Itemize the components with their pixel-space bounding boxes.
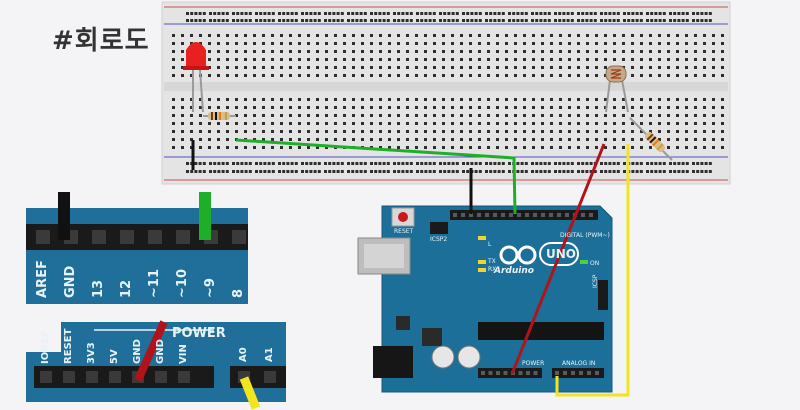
uno-reset-label: RESET	[394, 228, 414, 235]
arduino-logo	[499, 242, 579, 266]
black-wire-closeup	[58, 192, 70, 240]
breadboard-holes	[172, 12, 724, 173]
green-wire-pin9	[235, 138, 517, 215]
page-title: #회로도	[52, 26, 150, 56]
yellow-wire-a0	[555, 144, 630, 397]
digital-pin-label: GND	[63, 265, 78, 298]
power-pin-label: VIN	[178, 344, 189, 364]
power-pin-label: GND	[132, 339, 143, 364]
resistor-led	[203, 112, 236, 120]
analog-pin-label: A1	[264, 347, 275, 362]
photoresistor	[605, 65, 629, 113]
digital-pin-label: ~10	[175, 269, 190, 298]
red-led	[183, 42, 209, 113]
uno-led-tx: TX	[488, 258, 496, 265]
power-socket	[63, 371, 75, 383]
yellow-wire-closeup	[239, 376, 261, 410]
digital-pin-label: 13	[91, 279, 106, 298]
power-pin-label: RESET	[63, 328, 74, 364]
digital-socket	[92, 230, 106, 244]
power-socket	[178, 371, 190, 383]
power-pin-label: 3V3	[86, 342, 97, 364]
power-socket	[40, 371, 52, 383]
uno-icsp2-label: ICSP2	[430, 236, 448, 243]
digital-socket	[36, 230, 50, 244]
uno-power-label: POWER	[522, 360, 545, 367]
power-socket	[109, 371, 121, 383]
red-wire-closeup	[134, 320, 168, 382]
uno-logo-text: Arduino	[494, 266, 534, 276]
breadboard	[161, 1, 731, 185]
digital-socket	[232, 230, 246, 244]
arduino-uno-board	[357, 205, 613, 393]
uno-model-text: UNO	[546, 247, 576, 261]
digital-pin-label: ~9	[203, 278, 218, 298]
digital-pin-label: ~11	[147, 269, 162, 298]
digital-socket	[120, 230, 134, 244]
green-wire-closeup	[199, 192, 211, 240]
power-socket	[86, 371, 98, 383]
digital-socket	[176, 230, 190, 244]
uno-led-l: L	[488, 241, 492, 248]
analog-pin-label: A0	[238, 347, 249, 362]
power-section-label: POWER	[172, 326, 226, 341]
power-pin-label: IOREF	[40, 330, 51, 364]
analog-socket	[264, 371, 276, 383]
wires	[58, 138, 630, 410]
power-socket	[155, 371, 167, 383]
uno-on-label: ON	[590, 260, 600, 267]
red-wire-5v	[510, 143, 606, 375]
uno-icsp-label: ICSP	[592, 274, 599, 288]
digital-socket	[148, 230, 162, 244]
resistor-ldr	[629, 117, 673, 161]
uno-analog-label: ANALOG IN	[562, 360, 596, 367]
power-pin-label: 5V	[109, 349, 120, 364]
digital-pin-label: 8	[231, 288, 246, 298]
power-pin-label: GND	[155, 339, 166, 364]
digital-pin-label: AREF	[35, 260, 50, 298]
uno-led-rx: RX	[488, 266, 497, 273]
uno-digital-label: DIGITAL (PWM~)	[560, 232, 610, 239]
digital-pin-label: 12	[119, 279, 134, 298]
